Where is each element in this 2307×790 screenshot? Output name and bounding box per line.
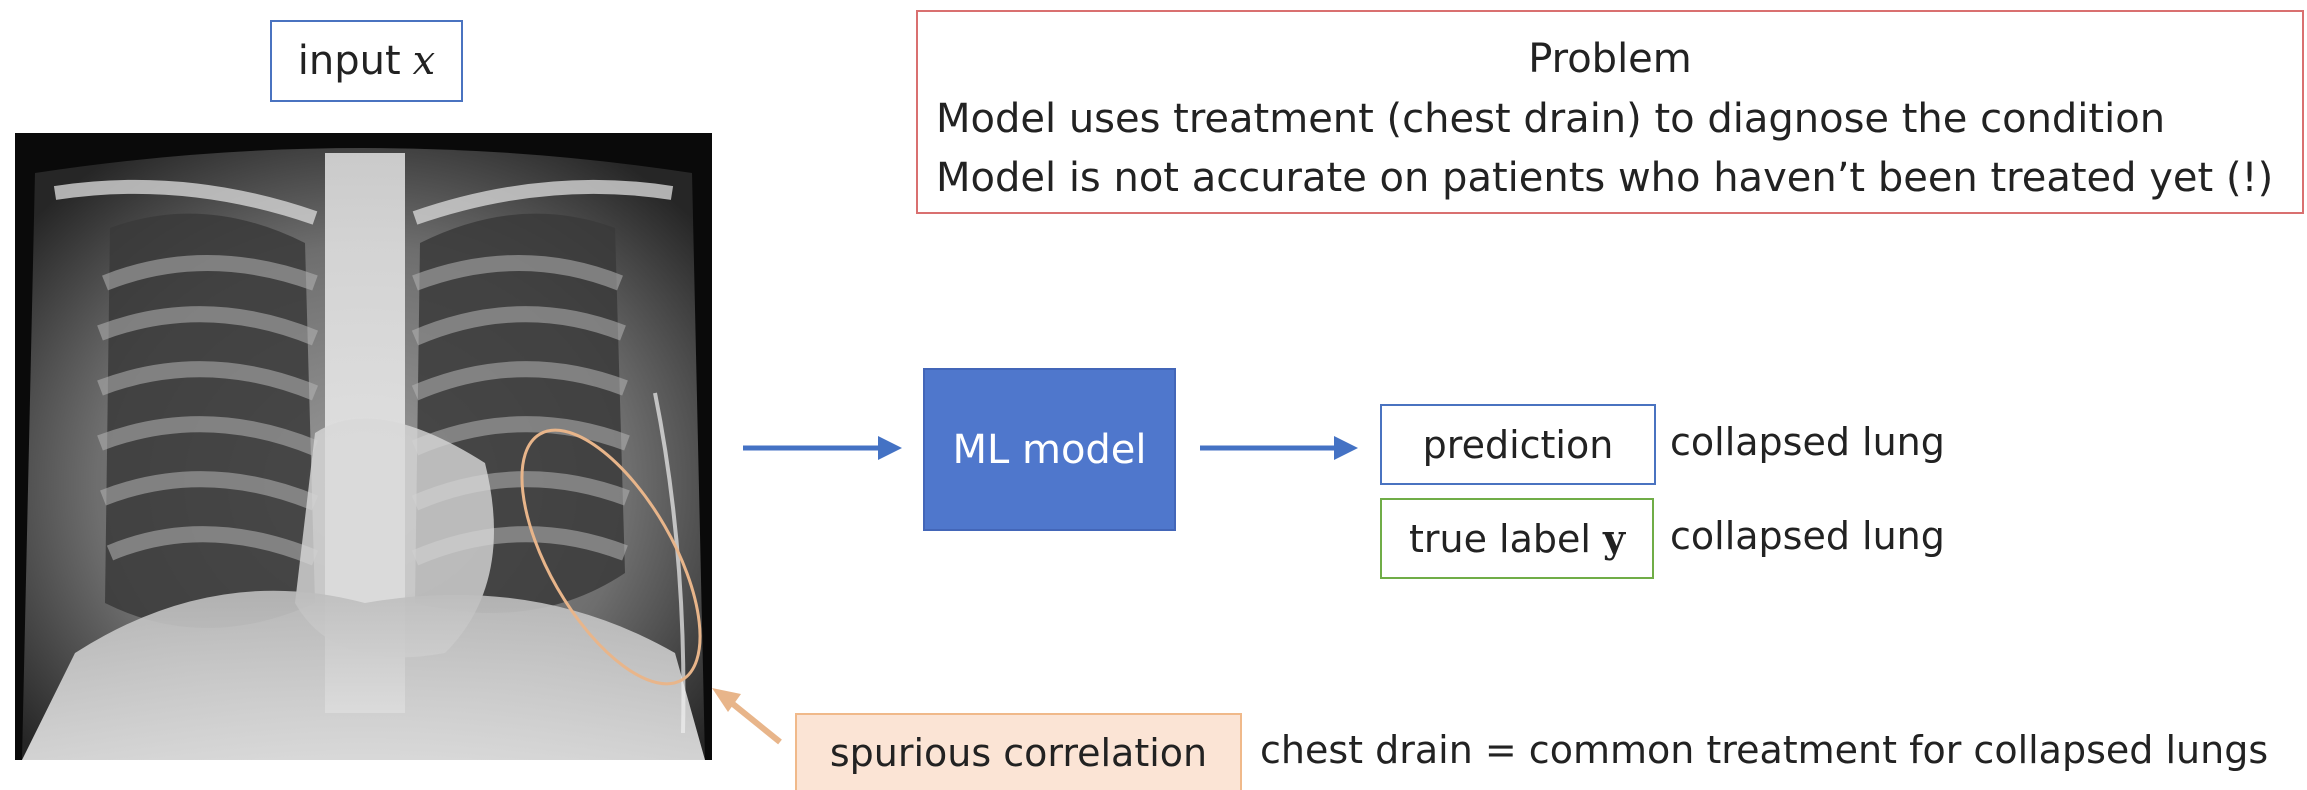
spurious-explanation: chest drain = common treatment for colla… [1260, 728, 2269, 772]
chest-xray-image [15, 133, 712, 760]
prediction-value: collapsed lung [1670, 420, 1945, 464]
input-label-text: input [297, 38, 401, 84]
spurious-correlation-label: spurious correlation [829, 730, 1208, 775]
true-label-box: true label y [1380, 498, 1654, 579]
problem-callout: Problem Model uses treatment (chest drai… [916, 10, 2304, 214]
true-label-value: collapsed lung [1670, 514, 1945, 558]
xray-drawing [15, 133, 712, 760]
problem-line: Model is not accurate on patients who ha… [936, 155, 2274, 201]
ml-model-block: ML model [923, 368, 1176, 531]
prediction-label: prediction [1422, 422, 1614, 467]
input-variable: x [412, 38, 436, 84]
model-to-prediction-arrow [1200, 436, 1358, 460]
prediction-box: prediction [1380, 404, 1656, 485]
spurious-pointer-arrow [712, 688, 782, 745]
ml-model-label: ML model [952, 426, 1147, 473]
input-to-model-arrow [743, 436, 902, 460]
true-label-text: true label [1408, 516, 1591, 561]
problem-line: Model uses treatment (chest drain) to di… [936, 96, 2166, 142]
chest-drain-highlight [520, 428, 702, 686]
spurious-correlation-box: spurious correlation [795, 713, 1242, 790]
true-label-variable: y [1602, 516, 1626, 561]
input-x-label: input x [270, 20, 463, 102]
problem-title: Problem [1528, 36, 1692, 82]
